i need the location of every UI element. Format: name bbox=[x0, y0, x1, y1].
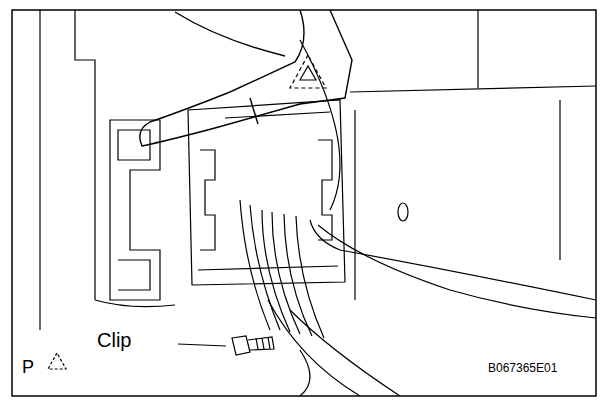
part-label: Clip bbox=[97, 329, 131, 351]
clip-part bbox=[178, 336, 274, 355]
wire-harness bbox=[240, 40, 596, 396]
figure-code: B067365E01 bbox=[488, 362, 557, 375]
legend-key: P bbox=[22, 358, 34, 378]
frame bbox=[12, 10, 596, 396]
leader-line bbox=[178, 344, 226, 346]
clip-symbol bbox=[48, 353, 66, 369]
right-panel bbox=[350, 10, 596, 300]
body-panel bbox=[40, 10, 175, 330]
technician-hand bbox=[140, 10, 352, 146]
